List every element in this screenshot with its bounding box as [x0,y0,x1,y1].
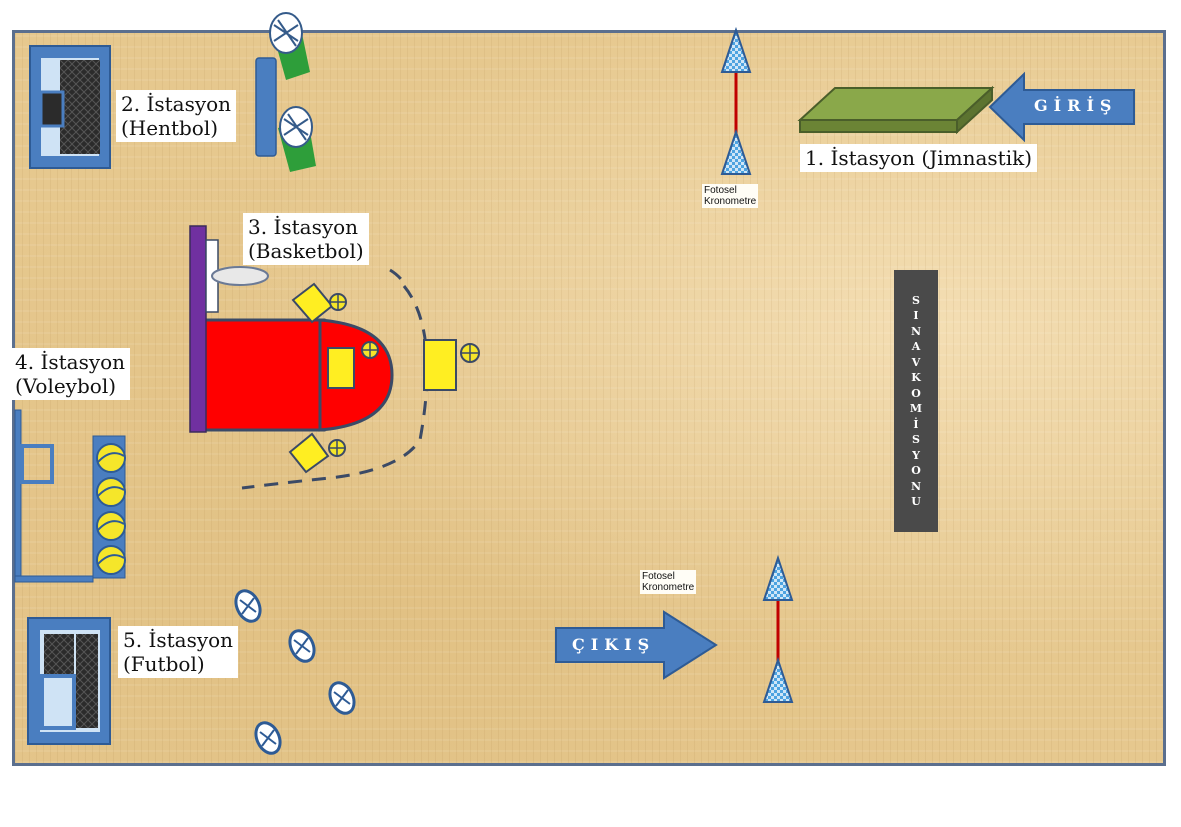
committee-letter: I [913,309,919,322]
committee-letter: M [909,402,923,415]
football-goal-icon [27,617,111,745]
marker-icon [423,339,480,391]
committee-letter: O [911,464,921,477]
ball-icon [278,106,316,172]
photocell-timer-top [720,26,752,175]
ball-icon [96,511,126,541]
marker-icon [288,432,346,474]
committee-letter: A [911,340,921,353]
committee-letter: İ [913,417,919,431]
timer-top-label: Fotosel Kronometre [702,184,759,208]
committee-letter: U [911,495,921,508]
exit-arrow-icon [555,610,718,680]
ball-icon [328,681,356,715]
ball-icon [234,589,262,623]
photocell-timer-bottom [762,554,794,703]
committee-letter: S [912,293,920,307]
exit-arrow-label: ÇIKIŞ [572,635,656,654]
ball-icon [269,12,310,80]
cone-icon [762,656,794,703]
station-4-label: 4. İstasyon (Voleybol) [10,348,131,400]
timer-bottom-label: Fotosel Kronometre [640,570,697,594]
hoop-icon [211,266,269,286]
cone-icon [720,26,752,73]
entry-arrow-label: GİRİŞ [1034,96,1118,115]
entry-arrow-icon [988,71,1135,143]
ball-icon [96,545,126,575]
handball-equipment [255,12,316,172]
ball-icon [254,721,282,755]
handball-goal-icon [29,45,111,169]
committee-letter: N [910,479,922,493]
cone-icon [720,128,752,175]
committee-letter: K [911,371,921,384]
ball-icon [96,443,126,473]
station-2-label: 2. İstasyon (Hentbol) [116,90,237,142]
station-1-label: 1. İstasyon (Jimnastik) [800,144,1038,172]
volleyball-equipment [14,409,126,583]
committee-letter: N [910,324,922,338]
cone-icon [762,554,794,601]
ball-icon [96,477,126,507]
football-slalom [234,589,356,755]
committee-letter: V [911,355,921,369]
committee-letter: O [911,386,921,400]
ball-icon [288,629,316,663]
committee-letter: S [912,433,920,446]
committee-letter: Y [912,448,920,462]
marker-icon [327,341,379,389]
gymnastics-mat-icon [797,85,995,135]
station-5-label: 5. İstasyon (Futbol) [118,626,239,678]
basketball-court [189,225,480,490]
station-3-label: 3. İstasyon (Basketbol) [243,213,369,265]
marker-icon [291,282,347,324]
